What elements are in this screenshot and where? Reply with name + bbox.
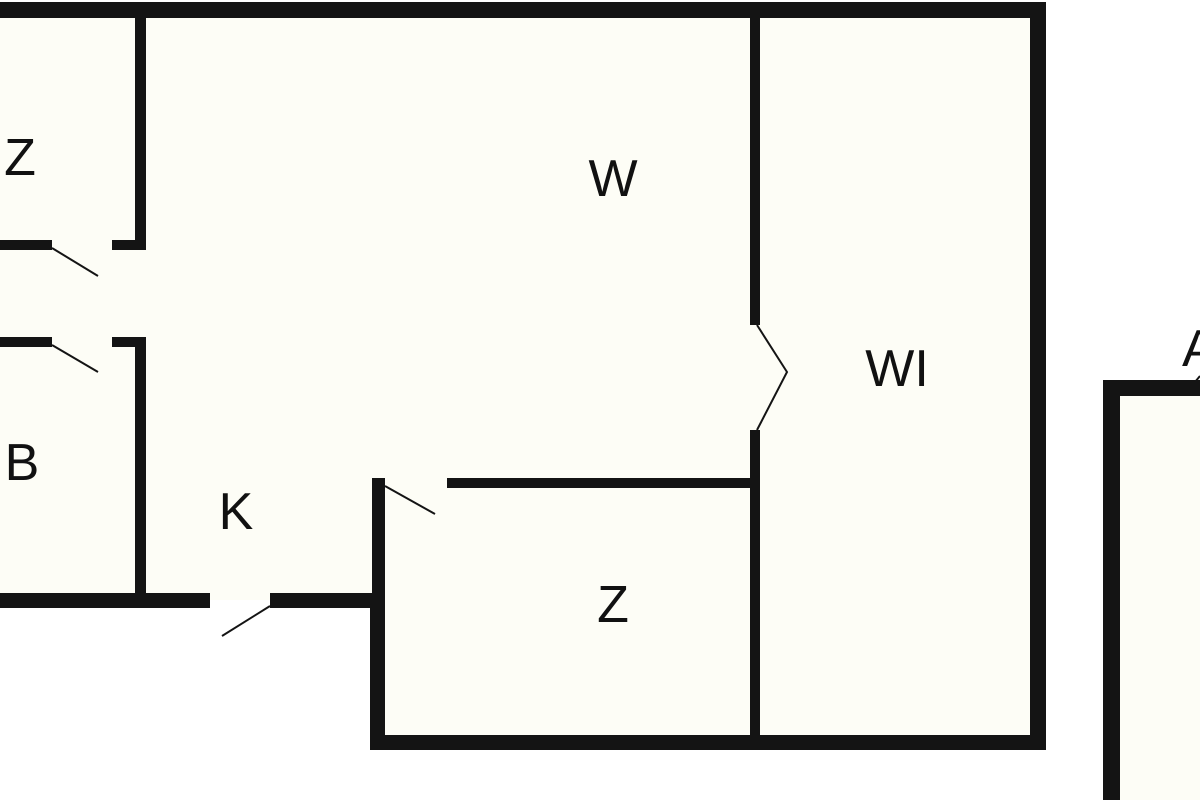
door-swing-double [756,324,789,431]
room-label: W [588,150,637,208]
room-label: Z [597,576,629,634]
door-swing [384,485,436,515]
doors [51,247,1200,637]
door-swing [221,605,271,637]
room-label: K [219,483,254,541]
room-a-floor [1111,388,1200,800]
room-label: WI [865,340,929,398]
door-swing [1194,375,1200,383]
room-label: B [5,434,40,492]
room-label: Z [4,129,36,187]
room-label: A [1182,320,1200,378]
apartment-floor [0,10,1038,743]
door-swing [51,344,99,373]
door-swing [51,247,99,277]
